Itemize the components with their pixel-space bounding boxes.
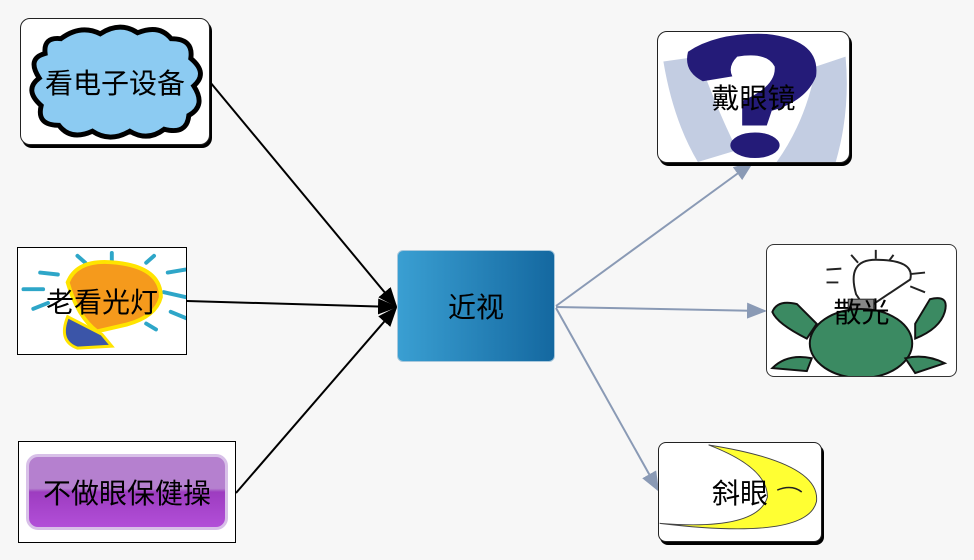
edge-cause-3 xyxy=(235,306,398,494)
edge-cause-2 xyxy=(186,298,398,315)
question-mark-icon xyxy=(663,33,847,162)
lightbulb-icon xyxy=(21,250,186,350)
node-label: 不做眼保健操 xyxy=(42,478,211,509)
node-label: 看电子设备 xyxy=(44,67,185,99)
edge-effect-1 xyxy=(555,161,754,307)
edge-cause-1 xyxy=(209,81,398,308)
bulb-creature-icon xyxy=(770,249,948,376)
node-wear-glasses[interactable]: 戴眼镜 xyxy=(657,31,850,163)
node-label: 老看光灯 xyxy=(45,287,158,318)
node-astigmatism[interactable]: 散光 xyxy=(766,244,957,377)
edge-effect-2 xyxy=(555,302,767,319)
crescent-moon-icon xyxy=(659,444,817,530)
node-watch-electronics[interactable]: 看电子设备 xyxy=(20,18,210,145)
node-label: 戴眼镜 xyxy=(711,83,796,114)
node-myopia[interactable]: 近视 xyxy=(397,250,555,362)
node-bright-light[interactable]: 老看光灯 xyxy=(17,247,187,355)
node-label: 散光 xyxy=(833,296,890,328)
edge-effect-3 xyxy=(555,307,659,492)
node-label: 近视 xyxy=(447,292,504,323)
node-strabismus[interactable]: 斜眼 xyxy=(658,442,822,542)
purple-button-icon xyxy=(26,454,228,530)
node-no-eye-exercise[interactable]: 不做眼保健操 xyxy=(18,441,236,543)
node-label: 斜眼 xyxy=(711,478,768,509)
starburst-icon xyxy=(29,24,203,140)
